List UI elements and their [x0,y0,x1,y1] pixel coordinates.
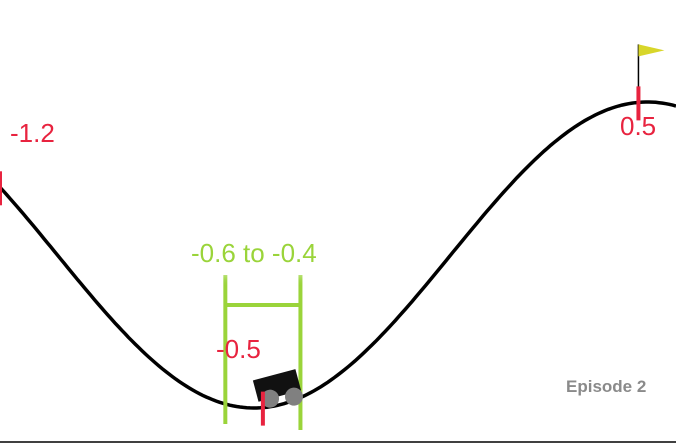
start-range-label: -0.6 to -0.4 [191,238,317,268]
marker-label-x-min: -1.2 [10,118,55,148]
car-wheel-left [261,389,280,408]
car-wheel-right [284,387,303,406]
marker-label-goal: 0.5 [620,111,657,141]
goal-flag [637,44,665,103]
car [252,369,303,408]
flag-cloth [638,44,665,57]
range-label-halo [150,222,375,272]
episode-label: Episode 2 [566,377,647,396]
marker-label-car-position: -0.5 [216,334,261,364]
mountain-track [0,100,676,410]
